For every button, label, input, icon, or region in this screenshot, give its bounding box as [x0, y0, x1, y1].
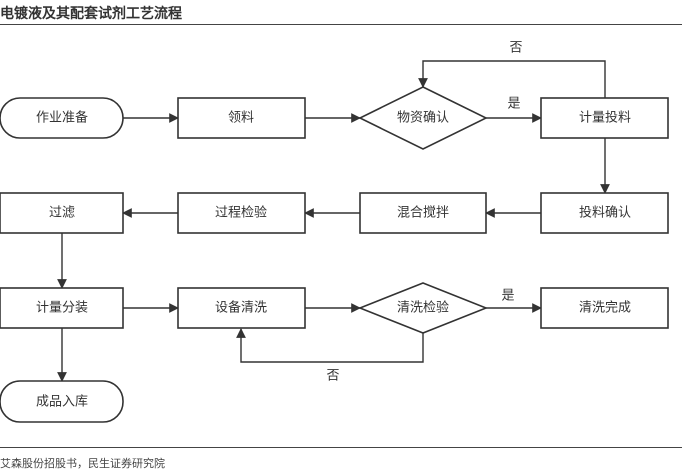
label-prep: 作业准备 — [36, 110, 88, 126]
top-divider — [0, 24, 682, 25]
edge-label-no-1: 否 — [509, 41, 522, 56]
label-feed: 投料确认 — [579, 205, 631, 221]
label-check: 过程检验 — [215, 205, 267, 221]
node-clean — [177, 287, 306, 329]
node-done — [540, 287, 669, 329]
node-mix — [359, 192, 487, 234]
node-pick — [177, 97, 306, 139]
node-prep — [0, 97, 124, 139]
label-filter: 过滤 — [49, 206, 75, 221]
label-measure: 计量投料 — [579, 110, 631, 126]
node-check — [177, 192, 306, 234]
edge-label-yes-1: 是 — [507, 97, 520, 112]
edge-cleancheck-clean-no — [236, 328, 424, 363]
node-feed — [540, 192, 669, 234]
label-store: 成品入库 — [36, 394, 88, 410]
bottom-divider — [0, 447, 682, 448]
node-pack — [0, 287, 124, 329]
edge-label-no-2: 否 — [326, 369, 339, 384]
node-filter — [0, 192, 124, 234]
source-note: 艾森股份招股书，民生证券研究院 — [0, 457, 165, 470]
label-cleancheck: 清洗检验 — [397, 300, 449, 316]
node-measure — [540, 97, 669, 139]
node-cleancheck — [357, 282, 489, 334]
label-pack: 计量分装 — [36, 301, 88, 316]
label-pick: 领料 — [228, 111, 254, 126]
label-confirm: 物资确认 — [397, 111, 449, 126]
label-clean: 设备清洗 — [215, 300, 267, 316]
label-mix: 混合搅拌 — [397, 205, 449, 221]
diagram-title: 电镀液及其配套试剂工艺流程 — [0, 6, 182, 22]
node-confirm — [358, 86, 488, 150]
edge-label-yes-2: 是 — [501, 289, 514, 304]
node-store — [0, 380, 124, 423]
edge-measure-confirm-no — [418, 60, 606, 98]
label-done: 清洗完成 — [579, 301, 631, 316]
